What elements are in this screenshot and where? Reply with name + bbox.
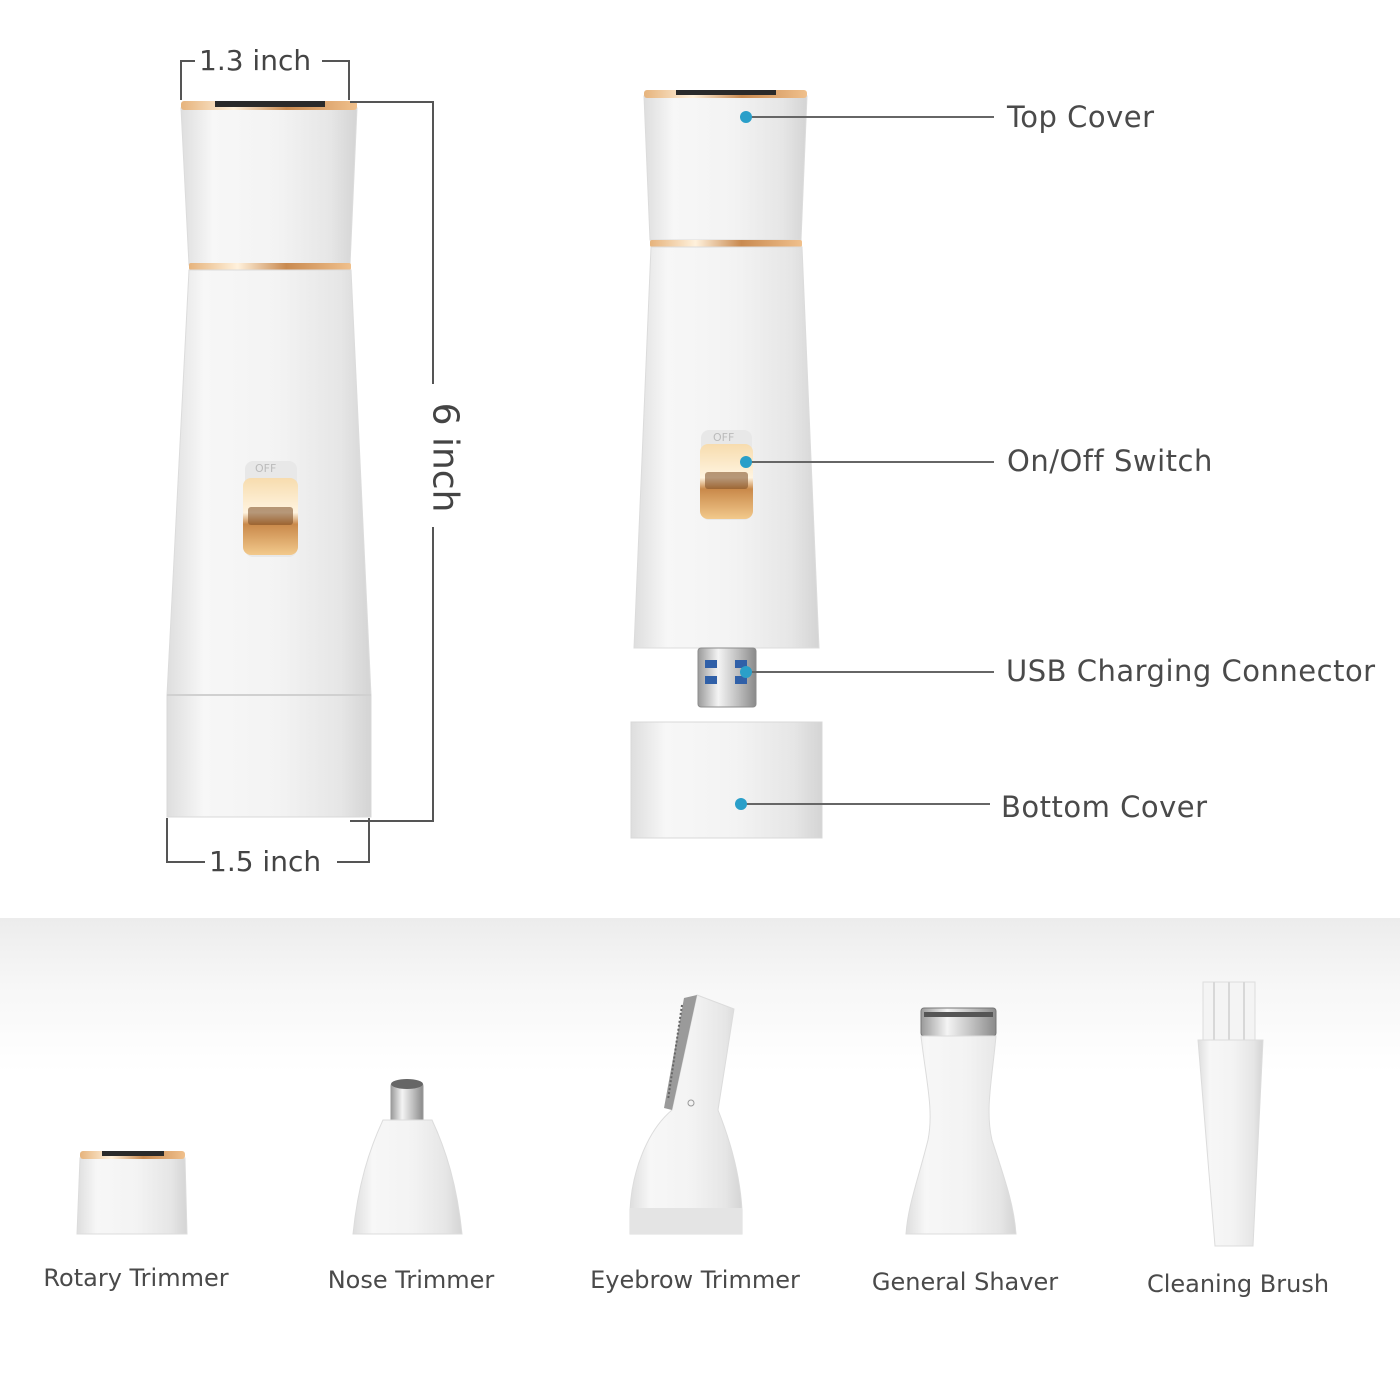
eyebrow-trimmer-image <box>629 994 743 1235</box>
dimension-bottom-width-label: 1.5 inch <box>205 845 326 878</box>
callout-top-cover <box>740 111 994 123</box>
nose-trimmer-image <box>352 1079 463 1235</box>
dimension-height <box>350 101 434 822</box>
label-nose-trimmer: Nose Trimmer <box>327 1266 495 1294</box>
general-shaver-image <box>905 1007 1017 1235</box>
switch-off-text: OFF <box>255 462 277 475</box>
switch-off-text-right: OFF <box>713 431 735 444</box>
label-eyebrow-trimmer: Eyebrow Trimmer <box>590 1266 800 1294</box>
label-general-shaver: General Shaver <box>871 1268 1059 1296</box>
dimension-top-width-label: 1.3 inch <box>195 44 316 77</box>
label-rotary-trimmer: Rotary Trimmer <box>43 1264 229 1292</box>
device-assembled <box>166 101 372 818</box>
callout-bottom-cover <box>735 798 990 810</box>
label-top-cover: Top Cover <box>1007 100 1155 134</box>
cleaning-brush-image <box>1197 981 1264 1247</box>
dimension-height-label: 6 inch <box>424 398 466 517</box>
callout-switch <box>740 456 994 468</box>
label-cleaning-brush: Cleaning Brush <box>1146 1270 1330 1298</box>
label-bottom-cover: Bottom Cover <box>1001 790 1208 824</box>
device-exploded <box>630 90 823 839</box>
label-on-off-switch: On/Off Switch <box>1007 444 1213 478</box>
dimension-bottom-width <box>166 818 370 863</box>
rotary-trimmer-image <box>76 1151 188 1235</box>
label-usb-connector: USB Charging Connector <box>1006 654 1376 688</box>
callout-usb <box>740 666 994 678</box>
dimension-top-width <box>180 60 350 100</box>
